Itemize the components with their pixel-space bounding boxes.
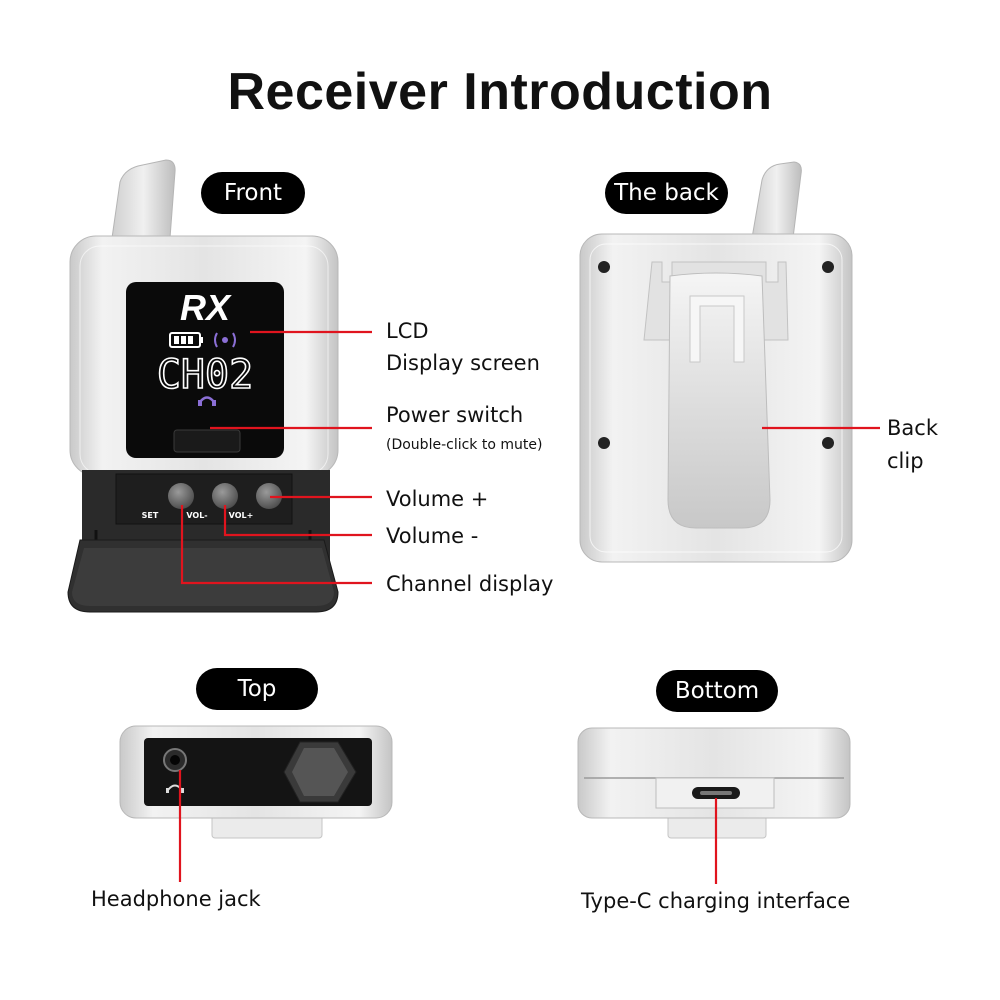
top-device [119,725,393,839]
label-power-note: (Double-click to mute) [386,437,543,453]
label-volume-minus: Volume - [386,524,479,548]
label-lcd: LCD [386,319,429,343]
front-callouts [180,330,372,585]
screen-logo: RX [180,287,232,328]
section-label-front: Front [201,172,305,214]
section-label-top: Top [196,668,318,710]
screen-channel: CH02 [157,352,253,398]
label-volume-plus: Volume + [386,487,489,511]
label-power-switch: Power switch [386,403,524,427]
section-label-bottom: Bottom [656,670,778,712]
label-headphone-jack: Headphone jack [91,887,261,911]
label-channel-display: Channel display [386,572,554,596]
btn-label-set: SET [142,511,159,520]
label-display-screen: Display screen [386,351,540,375]
label-clip: clip [887,449,924,473]
label-back: Back [887,416,938,440]
section-label-back: The back [605,172,728,214]
btn-label-vol-plus: VOL+ [229,511,254,520]
bottom-device [577,727,851,839]
btn-label-vol-minus: VOL- [186,511,207,520]
page-title: Receiver Introduction [227,63,773,121]
back-device [579,161,853,563]
front-device: RX CH02 SET VOL- VOL+ [67,159,339,613]
label-type-c: Type-C charging interface [581,889,851,913]
